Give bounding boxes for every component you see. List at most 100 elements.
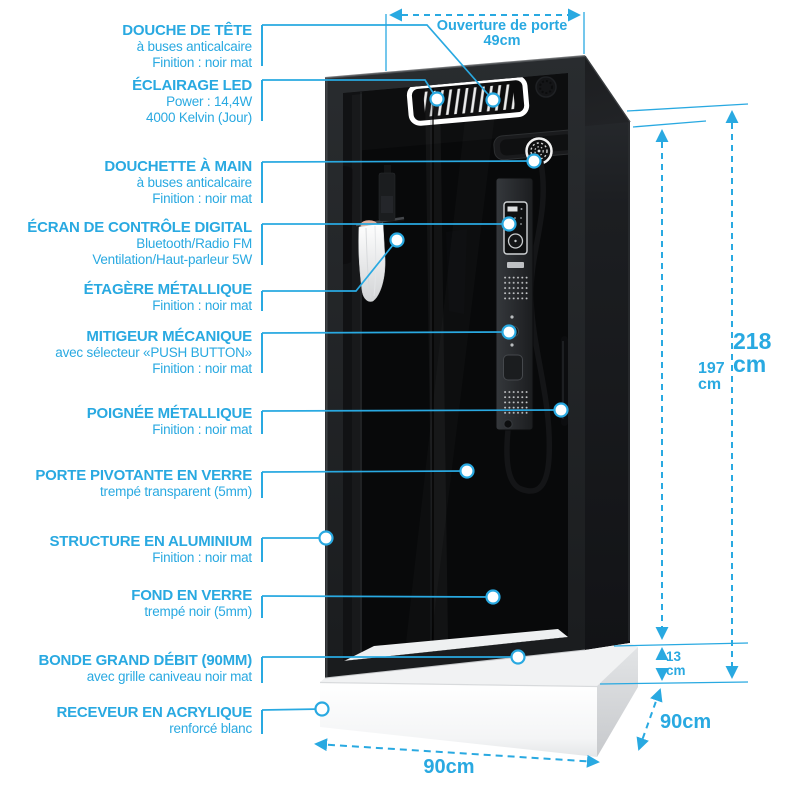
callout-dot — [501, 324, 517, 340]
label-structure: STRUCTURE EN ALUMINIUM Finition : noir m… — [49, 534, 252, 566]
label-fond-verre: FOND EN VERRE trempé noir (5mm) — [131, 588, 252, 620]
tray-top-rim — [320, 643, 638, 686]
speaker-grid-bottom — [504, 391, 528, 417]
hose-outlet — [503, 419, 513, 429]
callout-line-douche-de-tete — [262, 24, 494, 101]
label-ecran-controle: ÉCRAN DE CONTRÔLE DIGITAL Bluetooth/Radi… — [27, 220, 252, 267]
callout-dot — [314, 701, 330, 717]
label-subtitle: à buses anticalcaire — [136, 175, 253, 190]
panel-dot — [510, 343, 514, 347]
white-towel — [358, 222, 386, 302]
label-title: ÉCLAIRAGE LED — [132, 77, 252, 94]
callout-line-receveur — [261, 708, 323, 711]
dim-width-90cm: 90cm — [423, 756, 475, 778]
callout-dot — [318, 530, 334, 546]
label-etagere: ÉTAGÈRE MÉTALLIQUE Finition : noir mat — [83, 281, 253, 314]
label-subtitle: Finition : noir mat — [152, 550, 252, 565]
callout-lines — [261, 24, 562, 734]
dim-depth-90cm: 90cm — [660, 711, 712, 733]
interior-floor — [344, 629, 568, 661]
label-subtitle: renforcé blanc — [169, 721, 252, 736]
rain-shower-head — [406, 75, 530, 126]
label-title: ÉCRAN DE CONTRÔLE DIGITAL — [27, 219, 252, 236]
label-subtitle: Finition : noir mat — [152, 54, 252, 70]
label-subtitle: Finition : noir mat — [152, 422, 252, 437]
shower-head-slats — [423, 84, 515, 117]
label-bonde: BONDE GRAND DÉBIT (90MM) avec grille can… — [38, 653, 252, 685]
cabin-right-face — [585, 56, 630, 650]
label-poignee: POIGNÉE MÉTALLIQUE Finition : noir mat — [87, 406, 252, 438]
brand-badge — [507, 262, 524, 268]
label-title: FOND EN VERRE — [131, 587, 252, 604]
callout-dots — [314, 91, 569, 717]
label-subtitle: avec grille caniveau noir mat — [86, 669, 252, 684]
shampoo-bottle — [378, 165, 396, 222]
screen-display — [507, 206, 518, 212]
label-subtitle: trempé noir (5mm) — [144, 604, 252, 619]
callout-dot — [510, 649, 526, 665]
label-subtitle: à buses anticalcaire — [136, 39, 253, 54]
callout-line-porte — [261, 470, 468, 473]
label-subtitle: 4000 Kelvin (Jour) — [146, 109, 252, 125]
callout-dot — [459, 463, 475, 479]
hanging-towel-dark — [446, 229, 467, 314]
dim-door-label: Ouverture de porte — [436, 18, 568, 34]
callout-dot — [485, 589, 501, 605]
label-eclairage-led: ÉCLAIRAGE LED Power : 14,4W 4000 Kelvin … — [132, 78, 252, 125]
label-title: POIGNÉE MÉTALLIQUE — [86, 405, 252, 422]
hanging-garment — [343, 165, 353, 265]
label-subtitle: Power : 14,4W — [166, 94, 252, 109]
dim-tray-height-13cm: 13 cm — [666, 649, 686, 678]
cabin-interior — [343, 73, 568, 661]
tray-right-face — [597, 647, 638, 757]
callout-dot — [526, 153, 542, 169]
callout-dot — [553, 402, 569, 418]
label-subtitle: Ventilation/Haut-parleur 5W — [92, 251, 252, 267]
push-button — [503, 354, 523, 381]
label-title: DOUCHETTE À MAIN — [104, 158, 252, 175]
label-subtitle: avec sélecteur «PUSH BUTTON» — [55, 345, 252, 360]
label-subtitle: Finition : noir mat — [152, 190, 252, 206]
callout-dot — [389, 232, 405, 248]
callout-dot — [429, 91, 445, 107]
panel-dot — [510, 315, 514, 319]
dim-door-opening: Ouverture de porte 49cm — [402, 19, 602, 48]
dim-door-opening-lines — [385, 8, 585, 71]
label-subtitle: trempé transparent (5mm) — [100, 484, 252, 499]
frame-top-highlight — [324, 55, 586, 79]
dim-height-197cm: 197 cm — [698, 360, 725, 393]
dim-depth-90-line — [636, 688, 663, 751]
label-title: RECEVEUR EN ACRYLIQUE — [56, 704, 252, 721]
label-subtitle: Bluetooth/Radio FM — [136, 236, 252, 251]
shower-hose — [504, 160, 553, 494]
tray-rim-shadow — [324, 649, 586, 679]
label-title: DOUCHE DE TÊTE — [122, 22, 252, 39]
label-porte-pivotante: PORTE PIVOTANTE EN VERRE trempé transpar… — [35, 468, 252, 500]
dim-height-197-lines — [613, 120, 749, 647]
dim-height-218-lines — [599, 103, 749, 685]
callout-dot — [501, 216, 517, 232]
label-receveur: RECEVEUR EN ACRYLIQUE renforcé blanc — [56, 705, 252, 737]
callout-line-fond — [261, 595, 494, 598]
label-title: ÉTAGÈRE MÉTALLIQUE — [83, 281, 253, 298]
label-title: BONDE GRAND DÉBIT (90MM) — [38, 652, 252, 669]
speaker-grid-top — [504, 275, 528, 301]
callout-line-poignee — [261, 409, 562, 412]
dimension-lines — [314, 8, 749, 768]
callout-line-mitigeur — [261, 331, 510, 334]
callout-dot — [485, 92, 501, 108]
ventilation-fan — [535, 76, 557, 98]
label-subtitle: Finition : noir mat — [152, 360, 252, 376]
cabin-top-right-edge — [584, 55, 631, 123]
dim-height-218cm: 218 cm — [733, 328, 772, 377]
label-douche-de-tete: DOUCHE DE TÊTE à buses anticalcaire Fini… — [122, 23, 252, 70]
callout-line-etagere — [262, 239, 398, 292]
label-douchette-a-main: DOUCHETTE À MAIN à buses anticalcaire Fi… — [104, 159, 252, 206]
label-title: PORTE PIVOTANTE EN VERRE — [35, 467, 252, 484]
label-mitigeur: MITIGEUR MÉCANIQUE avec sélecteur «PUSH … — [55, 329, 252, 376]
control-panel — [495, 177, 534, 431]
label-title: MITIGEUR MÉCANIQUE — [86, 328, 252, 345]
callout-line-douchette — [261, 160, 535, 163]
